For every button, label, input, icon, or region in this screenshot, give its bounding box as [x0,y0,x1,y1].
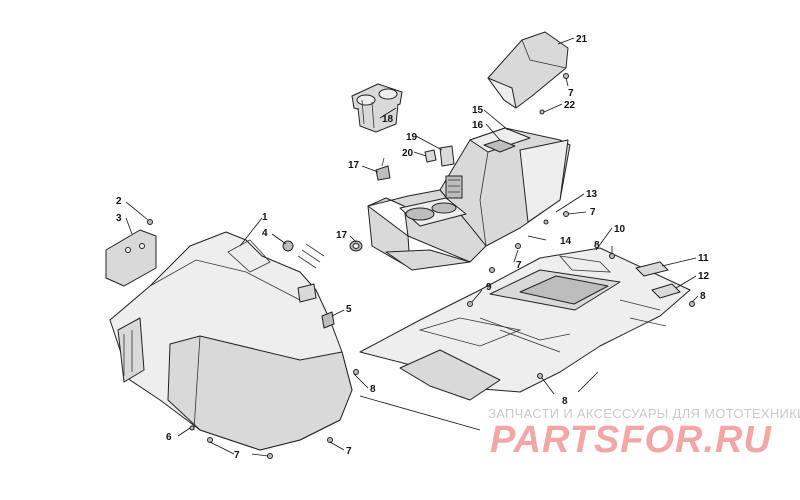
callout-7-shroud-bottom: 7 [234,450,240,461]
part-floor-tray [359,247,691,401]
callout-11: 11 [698,253,709,264]
part-bracket-12 [651,283,681,299]
part-lower-console-panel [367,189,487,271]
callout-15: 15 [472,105,484,116]
part-cup-holder-insert [351,83,403,133]
part-armrest-lid [487,31,569,109]
callout-8-tray-bottom: 8 [562,396,568,407]
part-bracket-11 [635,261,669,277]
callout-7-lid-screw: 7 [568,88,574,99]
callout-3: 3 [116,213,122,224]
callout-17-clip: 17 [348,160,360,171]
leader-lines [125,37,699,457]
callout-4: 4 [262,228,268,239]
callout-labels: 21 7 22 15 16 18 19 20 17 17 13 7 14 7 1… [116,34,710,461]
watermark-brand: PARTSFOR.RU [490,419,772,461]
part-front-shroud [109,231,353,451]
callout-5: 5 [346,304,352,315]
callout-7-console-right: 7 [590,207,596,218]
callout-8-shroud: 8 [370,384,376,395]
part-clip-5 [321,311,335,329]
part-center-console [439,127,571,247]
callout-14: 14 [560,236,572,247]
part-side-bracket [105,229,157,287]
callout-17-grommet: 17 [336,230,348,241]
callout-21: 21 [576,34,588,45]
callout-8-tray-right: 8 [700,291,706,302]
watermark: ЗАПЧАСТИ И АКСЕССУАРЫ ДЛЯ МОТОТЕХНИКИ PA… [488,406,800,461]
part-switch-20 [424,149,437,163]
part-grommet-17 [349,240,363,252]
part-clip-17 [375,157,391,181]
callout-16: 16 [472,120,484,131]
callout-9: 9 [486,282,492,293]
part-switch-19 [439,145,455,167]
callout-10: 10 [614,224,626,235]
watermark-tagline: ЗАПЧАСТИ И АКСЕССУАРЫ ДЛЯ МОТОТЕХНИКИ [488,406,800,421]
callout-8-tray-top: 8 [594,240,600,251]
callout-7-console-bottom: 7 [516,260,522,271]
callout-2: 2 [116,196,122,207]
switch-panel [445,175,463,199]
callout-13: 13 [586,189,598,200]
callout-19: 19 [406,132,418,143]
callout-22: 22 [564,100,576,111]
callout-20: 20 [402,148,414,159]
callout-18: 18 [382,114,394,125]
callout-6: 6 [166,432,172,443]
callout-12: 12 [698,271,710,282]
part-bumper-4 [282,240,325,269]
callout-7-shroud-right: 7 [346,446,352,457]
callout-1: 1 [262,212,268,223]
